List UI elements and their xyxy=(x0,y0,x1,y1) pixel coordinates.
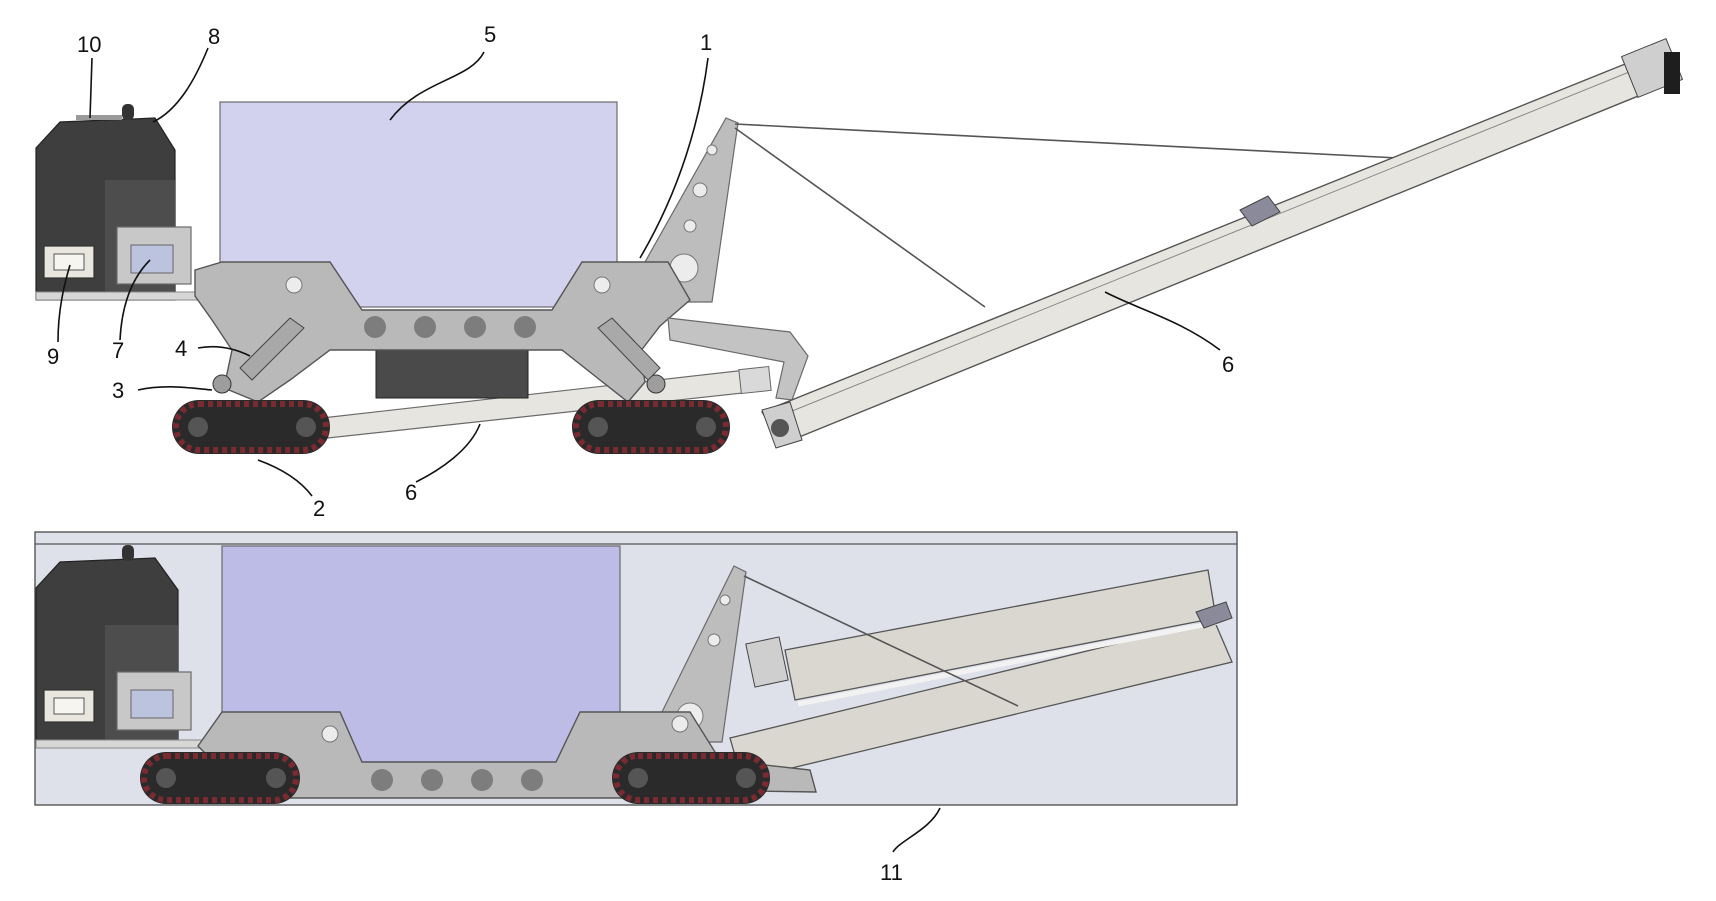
conveyor-mid-bracket xyxy=(1239,195,1281,227)
leader-6a xyxy=(415,423,481,483)
frame-pivot-right xyxy=(646,374,666,394)
side-panel-window-bottom xyxy=(130,689,174,719)
folded-conveyor-head xyxy=(745,636,789,688)
main-conveyor-belt-line xyxy=(769,65,1645,421)
main-conveyor-top xyxy=(760,57,1660,445)
folded-conveyor-gap xyxy=(797,619,1219,707)
stay-cable-stowed xyxy=(743,575,1019,707)
callout-7: 7 xyxy=(112,338,124,363)
frame-hole-4 xyxy=(514,316,536,338)
callout-8: 8 xyxy=(208,24,220,49)
leader-3 xyxy=(137,386,213,391)
control-box-lid-top xyxy=(76,115,122,120)
frame-hole-3 xyxy=(464,316,486,338)
leader-lines xyxy=(57,47,1221,853)
main-conveyor-discharge xyxy=(1664,52,1680,94)
machine-deployed xyxy=(35,37,1684,454)
leader-4 xyxy=(197,345,251,357)
leader-11 xyxy=(892,807,941,853)
leader-9 xyxy=(57,264,71,343)
machine-stowed xyxy=(34,531,1238,806)
callout-6b: 6 xyxy=(1222,352,1234,377)
frame-hole-b2 xyxy=(421,769,443,791)
mast-hole-b2 xyxy=(707,633,721,647)
callout-11: 11 xyxy=(880,860,903,885)
callout-5: 5 xyxy=(484,22,496,47)
callout-10: 10 xyxy=(77,32,101,57)
frame-hole-b4 xyxy=(521,769,543,791)
mast-hole-1 xyxy=(706,144,718,156)
leader-2 xyxy=(257,459,313,497)
leader-6b xyxy=(1104,291,1221,351)
frame-pivot-left xyxy=(212,374,232,394)
conveyor-support-arm-top xyxy=(667,317,809,401)
frame-hole-6 xyxy=(593,276,611,294)
frame-hole-b5 xyxy=(321,725,339,743)
callout-2: 2 xyxy=(313,496,325,521)
mast-hole-2 xyxy=(692,182,708,198)
track-right-bottom xyxy=(612,752,770,804)
leader-7 xyxy=(119,259,151,341)
side-panel-window-top xyxy=(130,244,174,274)
main-conveyor-tail-pulley xyxy=(771,419,789,437)
lower-conveyor-head-top xyxy=(738,365,772,395)
screen-inner-bottom xyxy=(53,697,85,715)
leader-8 xyxy=(152,47,209,123)
linkage-arm-left xyxy=(239,317,305,381)
track-left-bottom xyxy=(140,752,300,804)
beacon-bottom xyxy=(122,545,134,561)
fold-hinge-bracket xyxy=(1195,601,1233,629)
mast-hole-3 xyxy=(683,219,697,233)
callout-6a: 6 xyxy=(405,480,417,505)
callout-4: 4 xyxy=(175,336,187,361)
frame-hole-b6 xyxy=(671,715,689,733)
frame-hole-b3 xyxy=(471,769,493,791)
battery-box-top xyxy=(375,349,529,399)
callout-9: 9 xyxy=(47,344,59,369)
callout-3: 3 xyxy=(112,378,124,403)
track-right-top xyxy=(572,400,730,454)
leader-5 xyxy=(389,51,485,121)
linkage-arm-right xyxy=(597,317,661,381)
stay-cable-upper xyxy=(734,123,1399,159)
frame-hole-5 xyxy=(285,276,303,294)
stay-cable-lower xyxy=(734,127,986,308)
mast-hole-b1 xyxy=(719,594,731,606)
chassis-frame-top xyxy=(194,261,691,403)
leader-1 xyxy=(639,57,709,259)
callout-1: 1 xyxy=(700,30,712,55)
frame-hole-1 xyxy=(364,316,386,338)
base-skid-bottom xyxy=(35,739,217,749)
leader-10 xyxy=(89,57,93,119)
callout-labels: 1 2 3 4 5 6 6 7 8 9 10 11 xyxy=(47,22,1234,885)
beacon-top xyxy=(122,104,134,120)
track-left-top xyxy=(172,400,330,454)
frame-hole-b1 xyxy=(371,769,393,791)
frame-hole-2 xyxy=(414,316,436,338)
